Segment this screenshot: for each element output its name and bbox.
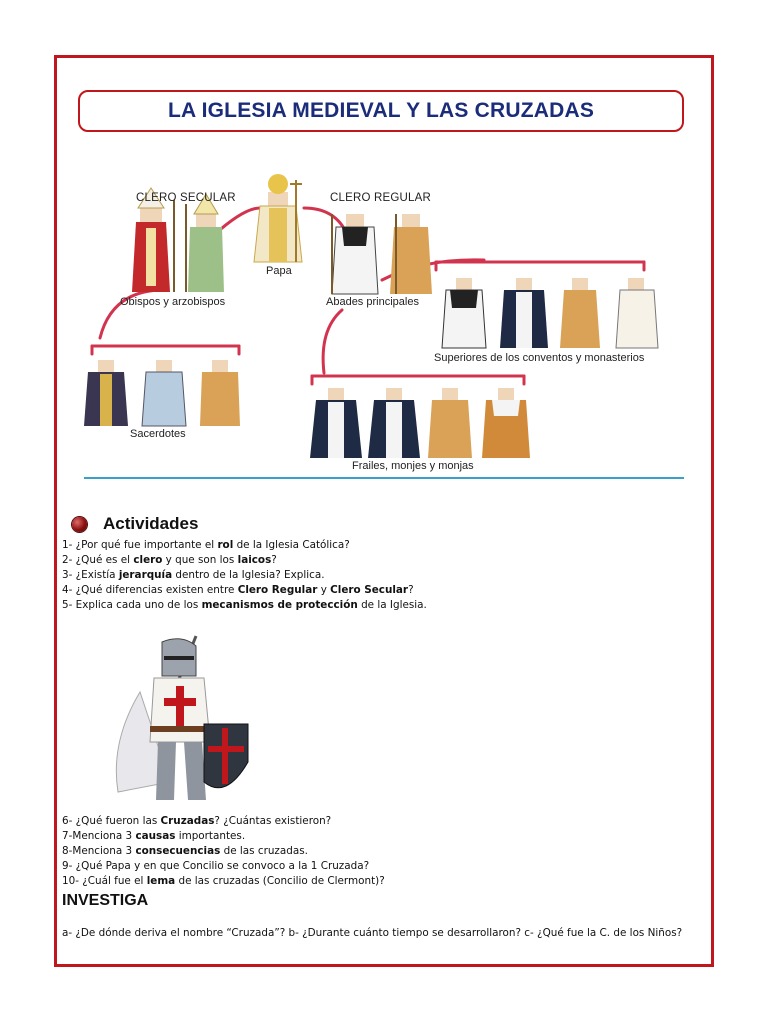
label-clero-regular: CLERO REGULAR: [330, 192, 432, 204]
questions-list-2: 6- ¿Qué fueron las Cruzadas? ¿Cuántas ex…: [62, 814, 385, 889]
crusader-knight-image: [115, 635, 249, 800]
actividades-heading: Actividades: [72, 514, 198, 534]
question-7: 7-Menciona 3 causas importantes.: [62, 830, 246, 842]
question-6: 6- ¿Qué fueron las Cruzadas? ¿Cuántas ex…: [62, 815, 332, 827]
actividades-title: Actividades: [103, 514, 199, 533]
question-3: 3- ¿Existía jerarquía dentro de la Igles…: [62, 569, 325, 581]
question-1: 1- ¿Por qué fue importante el rol de la …: [62, 539, 350, 551]
question-2: 2- ¿Qué es el clero y que son los laicos…: [62, 554, 277, 566]
label-papa: Papa: [266, 265, 292, 277]
question-8: 8-Menciona 3 consecuencias de las cruzad…: [62, 845, 308, 857]
friar-figure-4: [482, 388, 530, 458]
priest-figure-2: [141, 360, 187, 427]
abbot-figure-2: [390, 214, 432, 294]
label-obispos: Obispos y arzobispos: [120, 296, 226, 308]
priest-figure-3: [200, 360, 240, 426]
superior-figure-1: [441, 278, 487, 349]
label-frailes: Frailes, monjes y monjas: [352, 460, 474, 472]
label-sacerdotes: Sacerdotes: [130, 428, 186, 440]
archbishop-figure: [185, 193, 224, 292]
title-box: LA IGLESIA MEDIEVAL Y LAS CRUZADAS: [78, 90, 684, 132]
bullet-icon: [72, 516, 87, 532]
page-title: LA IGLESIA MEDIEVAL Y LAS CRUZADAS: [167, 99, 595, 122]
abbot-figure: [331, 214, 379, 295]
friar-figure-2: [368, 388, 420, 458]
superior-figure-3: [560, 278, 600, 348]
bishop-figure: [132, 187, 175, 292]
page-frame: [54, 55, 714, 967]
questions-list-1: 1- ¿Por qué fue importante el rol de la …: [62, 538, 427, 613]
label-abades: Abades principales: [326, 296, 419, 308]
pope-figure: [253, 174, 303, 263]
question-4: 4- ¿Qué diferencias existen entre Clero …: [62, 584, 414, 596]
superior-figure-4: [615, 278, 659, 349]
question-5: 5- Explica cada uno de los mecanismos de…: [62, 599, 427, 611]
investiga-heading: INVESTIGA: [62, 892, 149, 909]
label-superiores: Superiores de los conventos y monasterio…: [434, 352, 645, 364]
question-9: 9- ¿Qué Papa y en que Concilio se convoc…: [62, 860, 370, 872]
hierarchy-illustration: [84, 174, 684, 479]
label-clero-secular: CLERO SECULAR: [136, 192, 236, 204]
friar-figure-1: [310, 388, 362, 458]
research-questions: a- ¿De dónde deriva el nombre “Cruzada”?…: [62, 927, 683, 939]
church-hierarchy-diagram: CLERO SECULAR CLERO REGULAR Papa Obispos…: [84, 170, 684, 482]
question-10: 10- ¿Cuál fue el lema de las cruzadas (C…: [62, 875, 385, 887]
friar-figure-3: [428, 388, 472, 458]
priest-figure-1: [84, 360, 128, 426]
superior-figure-2: [500, 278, 548, 348]
